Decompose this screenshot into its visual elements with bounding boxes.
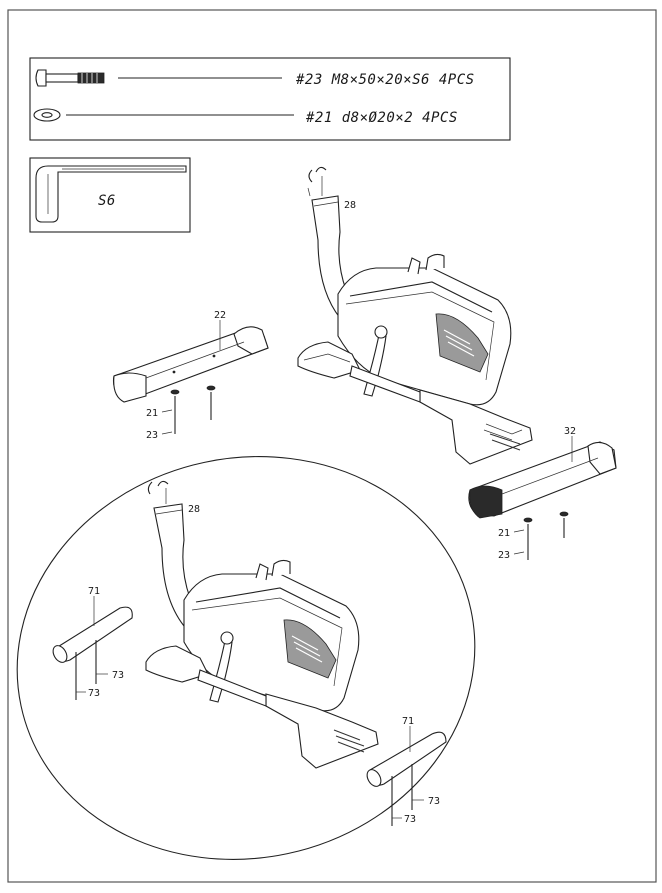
label-screw-left-a: 73 — [112, 670, 124, 681]
transport-tube-right: 71 73 73 — [366, 716, 447, 826]
tool-box: S6 — [29, 157, 191, 233]
tool-size-label: S6 — [98, 193, 116, 209]
label-tube-left: 71 — [88, 586, 100, 597]
washer-spec-text: #21 d8×Ø20×2 4PCS — [305, 110, 458, 126]
bolt-icon — [35, 69, 105, 87]
allen-key-icon — [35, 165, 187, 223]
washer-icon — [33, 108, 61, 122]
hardware-box: #23 M8×50×20×S6 4PCS #21 d8×Ø20×2 4PCS — [29, 57, 511, 141]
detail-callout-ellipse — [16, 456, 476, 860]
bolt-spec-text: #23 M8×50×20×S6 4PCS — [295, 72, 475, 88]
label-washer-front: 21 — [146, 408, 158, 419]
rear-stabilizer: 32 21 23 — [468, 426, 617, 561]
bike-frame-detail: 28 — [145, 480, 379, 769]
label-bolt-front: 23 — [146, 430, 158, 441]
label-screw-right-b: 73 — [404, 814, 416, 825]
label-screw-right-a: 73 — [428, 796, 440, 807]
transport-tube-left: 71 73 73 — [52, 586, 133, 700]
label-bolt-rear: 23 — [498, 550, 510, 561]
label-front-post: 28 — [344, 200, 356, 211]
front-stabilizer: 22 21 23 — [112, 310, 269, 441]
label-assembled-post: 28 — [188, 504, 200, 515]
label-screw-left-b: 73 — [88, 688, 100, 699]
label-front-stabilizer: 22 — [214, 310, 226, 321]
label-tube-right: 71 — [402, 716, 414, 727]
bike-frame-upper: 28 — [297, 166, 533, 465]
label-washer-rear: 21 — [498, 528, 510, 539]
label-rear-stabilizer: 32 — [564, 426, 576, 437]
